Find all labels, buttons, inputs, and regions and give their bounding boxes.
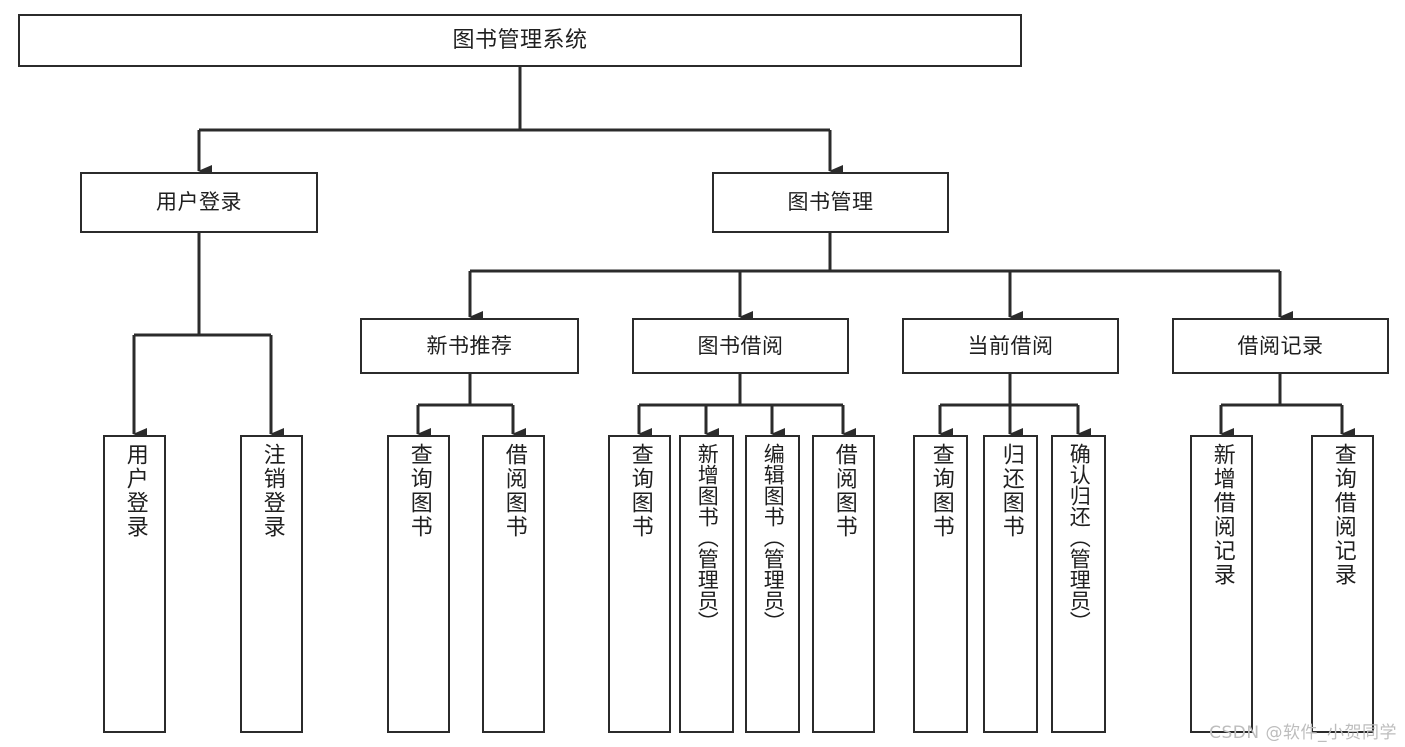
node-new-book-recommend[interactable]: 新书推荐 — [360, 318, 579, 374]
node-label: 查询图书 — [627, 443, 653, 539]
watermark: CSDN @软件_小贺同学 — [1209, 723, 1397, 743]
node-label: 查询借阅记录 — [1330, 443, 1356, 587]
node-leaf-return-book[interactable]: 归还图书 — [983, 435, 1038, 733]
node-label: 图书管理 — [787, 190, 874, 215]
node-label: 借阅图书 — [501, 443, 527, 539]
node-label: 用户登录 — [122, 443, 148, 539]
node-leaf-add-borrow-record[interactable]: 新增借阅记录 — [1190, 435, 1253, 733]
node-leaf-edit-book-admin[interactable]: 编辑图书（管理员） — [745, 435, 800, 733]
node-label: 确认归还（管理员） — [1067, 443, 1092, 632]
node-label: 查询图书 — [406, 443, 432, 539]
node-label: 借阅图书 — [831, 443, 857, 539]
node-label: 用户登录 — [156, 190, 242, 215]
node-label: 注销登录 — [259, 443, 285, 539]
node-root[interactable]: 图书管理系统 — [18, 14, 1022, 67]
node-book-borrow[interactable]: 图书借阅 — [632, 318, 849, 374]
node-leaf-user-login[interactable]: 用户登录 — [103, 435, 166, 733]
node-leaf-query-borrow-record[interactable]: 查询借阅记录 — [1311, 435, 1374, 733]
node-label: 图书借阅 — [697, 333, 784, 358]
node-leaf-logout[interactable]: 注销登录 — [240, 435, 303, 733]
node-leaf-query-book-3[interactable]: 查询图书 — [913, 435, 968, 733]
node-label: 借阅记录 — [1237, 333, 1324, 358]
node-leaf-borrow-book-2[interactable]: 借阅图书 — [812, 435, 875, 733]
node-leaf-query-book-1[interactable]: 查询图书 — [387, 435, 450, 733]
node-label: 新书推荐 — [426, 333, 513, 358]
node-label: 编辑图书（管理员） — [761, 443, 786, 632]
node-borrow-record[interactable]: 借阅记录 — [1172, 318, 1389, 374]
node-book-manage[interactable]: 图书管理 — [712, 172, 949, 233]
node-current-borrow[interactable]: 当前借阅 — [902, 318, 1119, 374]
node-leaf-borrow-book-1[interactable]: 借阅图书 — [482, 435, 545, 733]
node-label: 当前借阅 — [967, 333, 1054, 358]
node-user-login[interactable]: 用户登录 — [80, 172, 318, 233]
node-label: 新增图书（管理员） — [695, 443, 720, 632]
node-leaf-query-book-2[interactable]: 查询图书 — [608, 435, 671, 733]
edge-paths — [132, 67, 1355, 440]
node-label: 新增借阅记录 — [1209, 443, 1235, 587]
node-label: 查询图书 — [928, 443, 954, 539]
node-label: 归还图书 — [998, 443, 1024, 539]
node-leaf-add-book-admin[interactable]: 新增图书（管理员） — [679, 435, 734, 733]
node-leaf-confirm-return-admin[interactable]: 确认归还（管理员） — [1051, 435, 1106, 733]
node-label: 图书管理系统 — [452, 27, 588, 53]
